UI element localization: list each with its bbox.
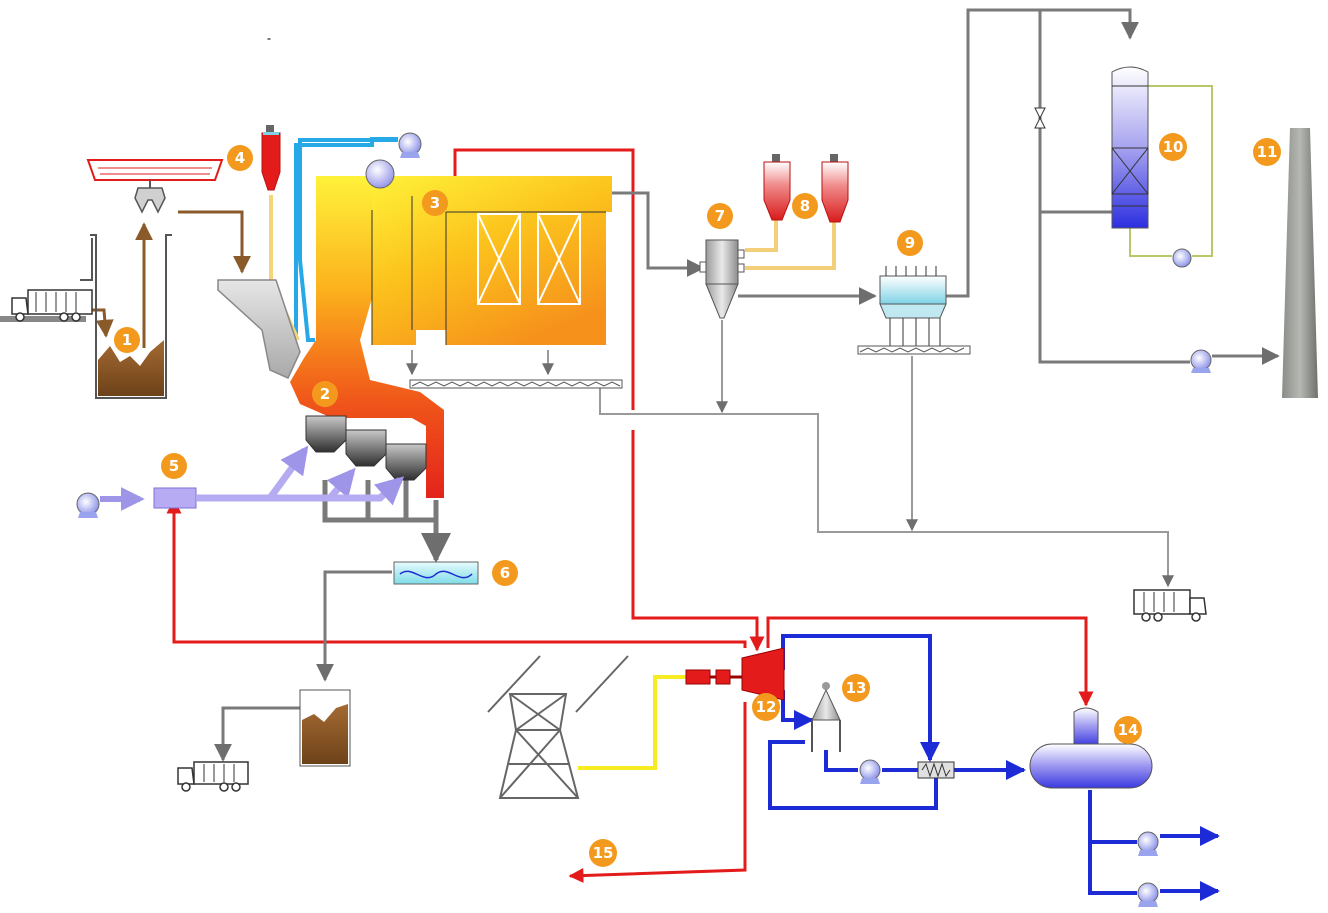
badge-label: 3 [430,194,440,212]
badge-boiler: 3 [422,190,448,216]
badge-label: 1 [122,331,132,349]
condenser [811,682,841,752]
badge-waste-bunker: 1 [114,327,140,353]
steam-turbine [741,647,785,701]
badge-stack: 11 [1253,138,1281,166]
badge-label: 10 [1163,138,1184,156]
power-pylon-icon [487,655,629,799]
badge-condenser: 13 [842,674,870,702]
badge-label: 12 [756,698,777,716]
badge-label: 7 [715,207,725,225]
heat-exchanger [917,761,955,779]
feedwater-tank [1029,707,1153,789]
waste-crane [86,159,224,214]
badge-label: 9 [905,234,915,252]
additive-lines [745,220,836,270]
badge-feedwater-tank: 14 [1114,716,1142,744]
badge-grate-furnace: 2 [312,381,338,407]
badges: 1 2 3 4 5 6 7 8 9 10 11 12 13 14 15 [114,133,1281,867]
badge-label: 5 [169,457,179,475]
grate-furnace [290,176,444,498]
scrubber-loop [1129,85,1213,257]
feed-hopper [217,279,301,379]
additive-silos [763,154,849,223]
residue-lines [406,320,1174,588]
ash-conveyor [409,379,623,389]
distribution-pump-icon [1137,831,1159,856]
badge-district-heating: 15 [589,839,617,867]
delivery-truck-icon [11,289,93,322]
badge-label: 2 [320,385,330,403]
badge-additive-silos: 8 [792,193,818,219]
badge-label: 8 [800,197,810,215]
waste-bunker [0,234,172,399]
feed-pump-icon [859,759,881,784]
generator [685,669,742,685]
slag-truck-icon [177,761,249,792]
badge-spray-reactor: 7 [707,203,733,229]
induced-draft-fan-icon [1190,349,1212,373]
distribution-pump-icon [1137,882,1159,907]
wet-scrubber [1111,66,1149,229]
slag-bunker [299,689,351,767]
spray-reactor [699,239,745,319]
reagent-silo [261,125,281,191]
power-line [578,675,686,770]
steam-lines [166,148,1094,884]
badge-label: 11 [1257,143,1278,161]
bag-filter [857,266,971,355]
residue-truck-icon [1133,589,1207,622]
badge-label: 6 [500,564,510,582]
badge-slag-quench: 6 [492,560,518,586]
combustion-air-system [76,445,405,518]
scrubber-pump-icon [1172,248,1192,268]
badge-label: 13 [846,679,867,697]
slag-quench [393,561,479,585]
badge-reagent-silo: 4 [227,145,253,171]
bottom-ash-lines [322,480,451,563]
badge-label: 4 [235,149,245,167]
badge-label: 14 [1118,721,1139,739]
grate-hoppers [305,415,427,481]
badge-air-preheater: 5 [161,453,187,479]
badge-label: 15 [593,844,614,862]
water-spray-line [298,138,398,342]
badge-wet-scrubber: 10 [1159,133,1187,161]
gas-valve-icon [1034,107,1046,129]
badge-bag-filter: 9 [897,230,923,256]
water-spray-fan-icon [398,132,422,158]
slag-lines [214,570,392,762]
boiler [365,159,612,345]
stack [1282,128,1318,398]
badge-steam-turbine: 12 [752,693,780,721]
